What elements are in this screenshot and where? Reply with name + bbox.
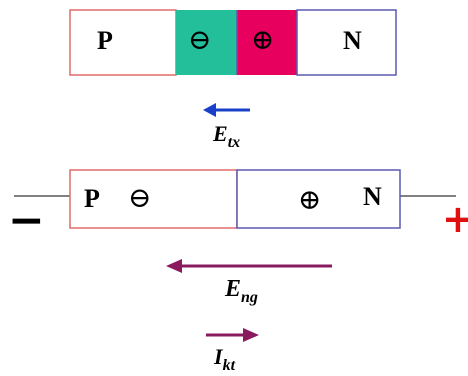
top-depletion-negative xyxy=(176,10,237,75)
biased-n-label: N xyxy=(363,182,382,211)
biased-plus-symbol: ⊕ xyxy=(298,183,322,216)
current-subscript: kt xyxy=(222,357,236,374)
biased-n-region xyxy=(236,169,401,229)
positive-terminal: + xyxy=(442,197,468,241)
top-minus-symbol: ⊖ xyxy=(188,23,212,56)
current-label: Ikt xyxy=(214,344,235,374)
negative-terminal: − xyxy=(8,195,45,246)
top-p-region xyxy=(69,9,177,76)
internal-field-subscript: tx xyxy=(227,134,241,151)
top-n-label: N xyxy=(343,26,362,55)
top-depletion-positive xyxy=(237,10,297,75)
current-symbol: I xyxy=(214,344,223,369)
internal-field-label: Etx xyxy=(213,121,240,151)
external-field-symbol: E xyxy=(225,276,242,302)
external-field-label: Eng xyxy=(225,276,258,306)
top-plus-symbol: ⊕ xyxy=(251,23,275,56)
internal-field-arrow xyxy=(203,103,250,117)
top-p-label: P xyxy=(97,26,113,55)
external-field-subscript: ng xyxy=(241,289,258,306)
internal-field-symbol: E xyxy=(213,121,228,146)
top-n-region xyxy=(296,9,397,76)
biased-p-region xyxy=(69,169,238,229)
current-arrow xyxy=(206,328,259,342)
external-field-arrow xyxy=(166,259,332,273)
biased-p-label: P xyxy=(84,184,100,213)
biased-minus-symbol: ⊖ xyxy=(128,181,152,214)
